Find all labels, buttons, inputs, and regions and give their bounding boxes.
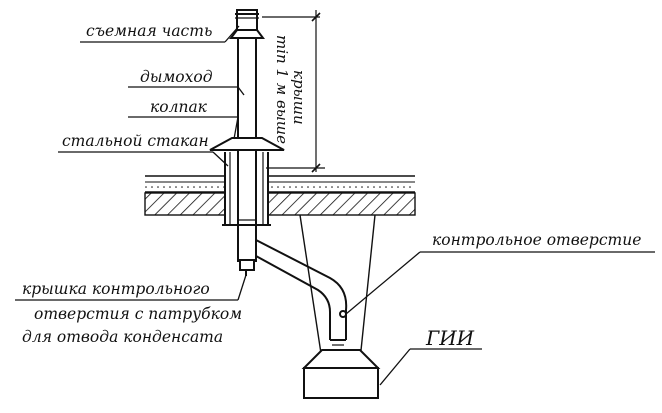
height-label-line2: крыши — [290, 70, 308, 125]
cover-label-line3: для отвода конденсата — [22, 328, 224, 346]
height-dimension — [262, 10, 325, 173]
cap-label: колпак — [150, 98, 207, 116]
inspection-hole-label: контрольное отверстие — [432, 231, 642, 249]
connector-pipe — [255, 239, 348, 346]
cover-label-line1: крышка контрольного — [22, 280, 210, 298]
steel-sleeve-shape — [222, 152, 271, 226]
cover-label-line2: отверстия с патрубком — [34, 305, 243, 323]
room-walls — [299, 214, 376, 361]
removable-part-shape — [229, 9, 265, 39]
steel-sleeve-label: стальной стакан — [62, 132, 209, 150]
cap-shape — [209, 137, 285, 151]
removable-part-label: съемная часть — [86, 22, 213, 40]
roof — [144, 175, 416, 216]
height-label-line1: min 1 м выше — [273, 35, 291, 144]
gii-label: ГИИ — [426, 326, 475, 350]
chimney-label: дымоход — [140, 68, 213, 86]
chimney-pipe — [237, 38, 257, 276]
leader-lines — [15, 25, 655, 386]
gii-appliance — [301, 349, 381, 399]
